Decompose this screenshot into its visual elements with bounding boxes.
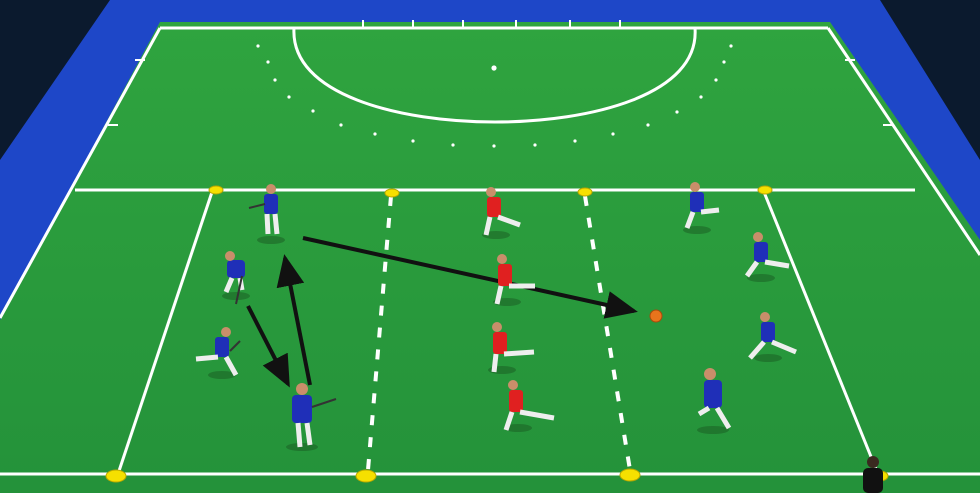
player-blue <box>222 251 250 305</box>
pass-arrow <box>302 236 638 319</box>
player-red <box>488 322 535 374</box>
player-blue <box>683 182 720 234</box>
top-ticks <box>108 20 893 126</box>
pass-arrow <box>246 305 290 388</box>
cone-icon <box>619 468 641 482</box>
cone-icon <box>105 469 127 483</box>
player-blue <box>748 312 797 362</box>
red-players <box>482 187 555 432</box>
player-blue <box>248 184 285 244</box>
player-red <box>482 187 521 239</box>
penalty-spot <box>491 65 497 71</box>
player-blue <box>195 327 241 379</box>
pitch-lines <box>0 26 980 476</box>
blue-players <box>195 182 797 451</box>
player-red <box>503 380 555 432</box>
ball-icon <box>649 309 663 323</box>
pitch <box>0 22 980 493</box>
dotted-circle <box>256 44 733 148</box>
cone-icon <box>577 187 593 197</box>
cone-icon <box>355 469 377 483</box>
coach-icon <box>863 456 883 493</box>
player-blue <box>744 232 790 282</box>
cone-icon <box>384 188 400 198</box>
player-blue <box>697 368 732 434</box>
cone-icon <box>757 185 773 195</box>
cone-icon <box>208 185 224 195</box>
grid-dashed-lines <box>366 195 632 471</box>
pass-arrows <box>246 236 638 388</box>
player-red <box>493 254 535 306</box>
pass-arrow <box>276 254 312 386</box>
player-blue <box>286 383 337 451</box>
